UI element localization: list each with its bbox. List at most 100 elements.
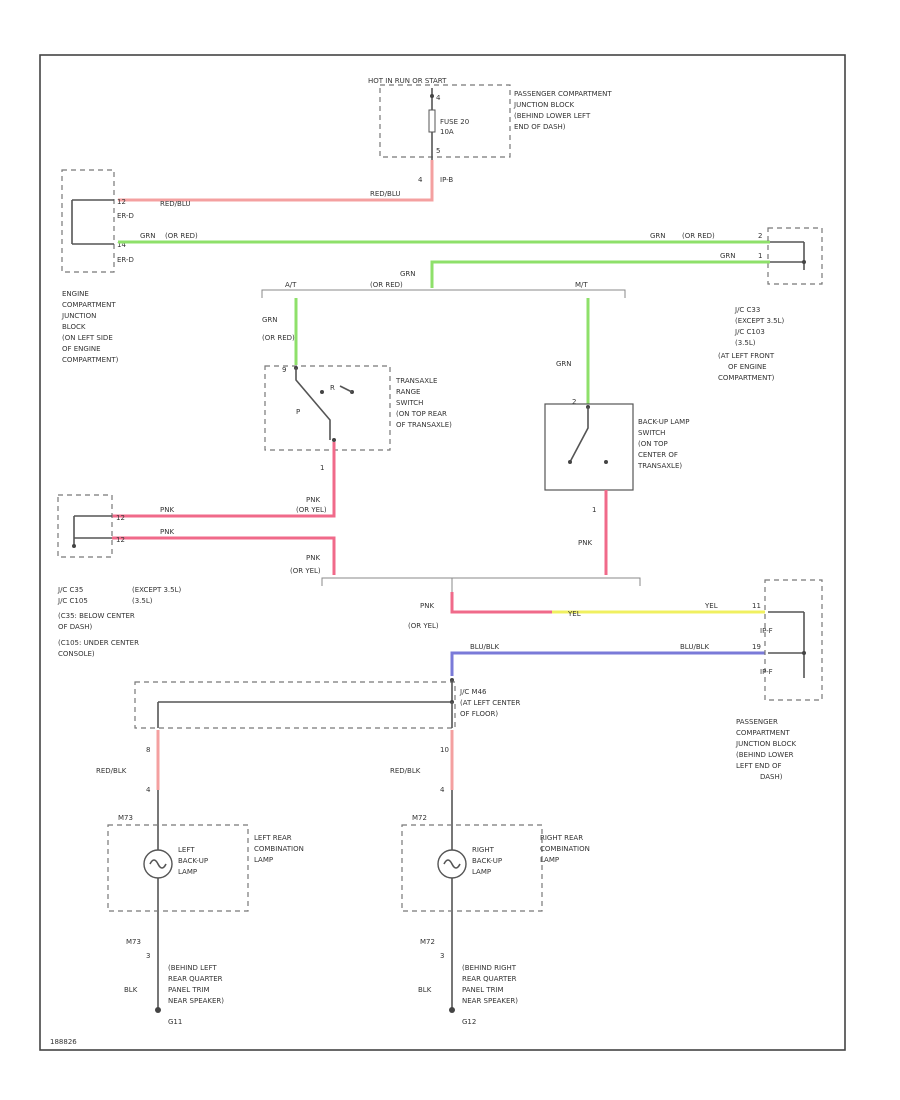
engine-jb-line6: OF ENGINE: [62, 345, 101, 353]
trans-bottom-pin: 1: [320, 464, 324, 472]
jc-right-line2: (EXCEPT 3.5L): [735, 317, 785, 325]
ip-pin-2: 19: [752, 643, 761, 651]
left-comb-line2: COMBINATION: [254, 845, 304, 853]
left-lamp-box: [107, 824, 249, 912]
jc3-pin-left: 8: [146, 746, 150, 754]
engine-jb-line2: COMPARTMENT: [62, 301, 116, 309]
grn-vert-a: GRN: [262, 316, 278, 324]
er-pin-2: 14: [117, 241, 126, 249]
backup-line4: CENTER OF: [638, 451, 678, 459]
left-lamp-line3: LAMP: [178, 868, 197, 876]
backup-switch-box: [544, 403, 634, 491]
left-ground-line2: REAR QUARTER: [168, 975, 223, 983]
grn-label-1: GRN: [140, 232, 156, 240]
jc-right-line3: J/C C103: [734, 328, 765, 336]
jc-m46-line1: J/C M46: [459, 688, 487, 696]
jc-right-line1: J/C C33: [734, 306, 760, 314]
fuse-jb-line4: END OF DASH): [514, 123, 566, 131]
fuse-jb-line1: PASSENGER COMPARTMENT: [514, 90, 612, 98]
pass-jb-line6: DASH): [760, 773, 783, 781]
jc2-pin-2: 12: [116, 536, 125, 544]
left-lamp-conn: M73: [118, 814, 133, 822]
diagram-frame: [39, 54, 846, 1051]
er-d-label-1: ER-D: [117, 212, 134, 220]
ip-f-label-1: IP-F: [760, 627, 773, 635]
right-ground-line2: REAR QUARTER: [462, 975, 517, 983]
trans-top-pin: 9: [282, 366, 286, 374]
pass-jb-line3: JUNCTION BLOCK: [735, 740, 796, 748]
jc-m46-line3: OF FLOOR): [460, 710, 498, 718]
jc-right-line5: (AT LEFT FRONT: [718, 352, 775, 360]
pnk-or-yel-2: PNK: [306, 554, 320, 562]
er-pin-1: 12: [117, 198, 126, 206]
grn-label-2b: (OR RED): [682, 232, 715, 240]
pnk-to-yel-wire: [450, 592, 552, 614]
jc-right-box: [767, 227, 823, 285]
backup-line3: (ON TOP: [638, 440, 668, 448]
blk-left-label: BLK: [124, 986, 138, 994]
transaxle-line4: (ON TOP REAR: [396, 410, 447, 418]
left-ground-icon: [155, 1007, 161, 1013]
right-lamp-line1: RIGHT: [472, 846, 495, 854]
pin-ip-b-num: 4: [418, 176, 423, 184]
grn-vert-b: GRN: [556, 360, 572, 368]
jc-left-a-note: (EXCEPT 3.5L): [132, 586, 182, 594]
left-comb-line1: LEFT REAR: [254, 834, 292, 842]
red-blu-label-1: RED/BLU: [370, 190, 401, 198]
pnk-or-yel-2b: (OR YEL): [290, 567, 321, 575]
jc-left-a: J/C C35: [57, 586, 83, 594]
backup-line5: TRANSAXLE): [637, 462, 682, 470]
figure-id: 188826: [50, 1038, 77, 1046]
engine-jb-line4: BLOCK: [62, 323, 86, 331]
fuse-icon: [428, 109, 436, 133]
jc-m46-bus: [158, 680, 453, 703]
right-comb-line3: LAMP: [540, 856, 559, 864]
jc3-pin-right: 10: [440, 746, 449, 754]
grn-short-label: GRN: [720, 252, 736, 260]
right-ground-id: G12: [462, 1018, 476, 1026]
mt-label: M/T: [575, 281, 588, 289]
er-d-label-2: ER-D: [117, 256, 134, 264]
right-ground-line3: PANEL TRIM: [462, 986, 504, 994]
left-ground-line4: NEAR SPEAKER): [168, 997, 224, 1005]
right-comb-line2: COMBINATION: [540, 845, 590, 853]
red-blu-label-2: RED/BLU: [160, 200, 191, 208]
fuse-junction-block-box: [379, 84, 511, 158]
lamp-right-bottom-pin: 3: [440, 952, 444, 960]
node-left: M73: [126, 938, 141, 946]
fuse-label: FUSE 20: [440, 118, 469, 126]
blu-blk-label-2: BLU/BLK: [680, 643, 710, 651]
grn-label-1b: (OR RED): [165, 232, 198, 240]
right-lamp-box: [401, 824, 543, 912]
blu-blk-wire: [450, 651, 765, 676]
jc-m46-line2: (AT LEFT CENTER: [460, 699, 520, 707]
jc-left-b-note: (3.5L): [132, 597, 153, 605]
jc-left-box: [57, 494, 113, 558]
transaxle-line5: OF TRANSAXLE): [396, 421, 452, 429]
jc-right-line4: (3.5L): [735, 339, 756, 347]
pnk-vert-label: PNK: [578, 539, 592, 547]
fuse-jb-line3: (BEHIND LOWER LEFT: [514, 112, 591, 120]
pnk-or-yel-1: PNK: [306, 496, 320, 504]
blu-blk-label-1: BLU/BLK: [470, 643, 500, 651]
left-lamp-line1: LEFT: [178, 846, 195, 854]
fuse-top-node: [430, 94, 434, 98]
ip-f-label-2: IP-F: [760, 668, 773, 676]
backup-line1: BACK-UP LAMP: [638, 418, 689, 426]
grn-or-red-bracket: (OR RED): [370, 281, 403, 289]
jc2-pin-1: 12: [116, 514, 125, 522]
transaxle-line1: TRANSAXLE: [395, 377, 437, 385]
jc-left-loc4: CONSOLE): [58, 650, 95, 658]
at-label: A/T: [285, 281, 297, 289]
pnk-wire-1: [112, 442, 336, 518]
left-lamp-line2: BACK-UP: [178, 857, 208, 865]
engine-jb-line1: ENGINE: [62, 290, 89, 298]
pnk-or-yel-1b: (OR YEL): [296, 506, 327, 514]
right-ground-icon: [449, 1007, 455, 1013]
jc-right-pin-2: 1: [758, 252, 762, 260]
trans-r-label: R: [330, 384, 335, 392]
backup-line2: SWITCH: [638, 429, 665, 437]
lamp-left-top-pin: 4: [146, 786, 151, 794]
at-mt-bracket: [261, 289, 626, 298]
